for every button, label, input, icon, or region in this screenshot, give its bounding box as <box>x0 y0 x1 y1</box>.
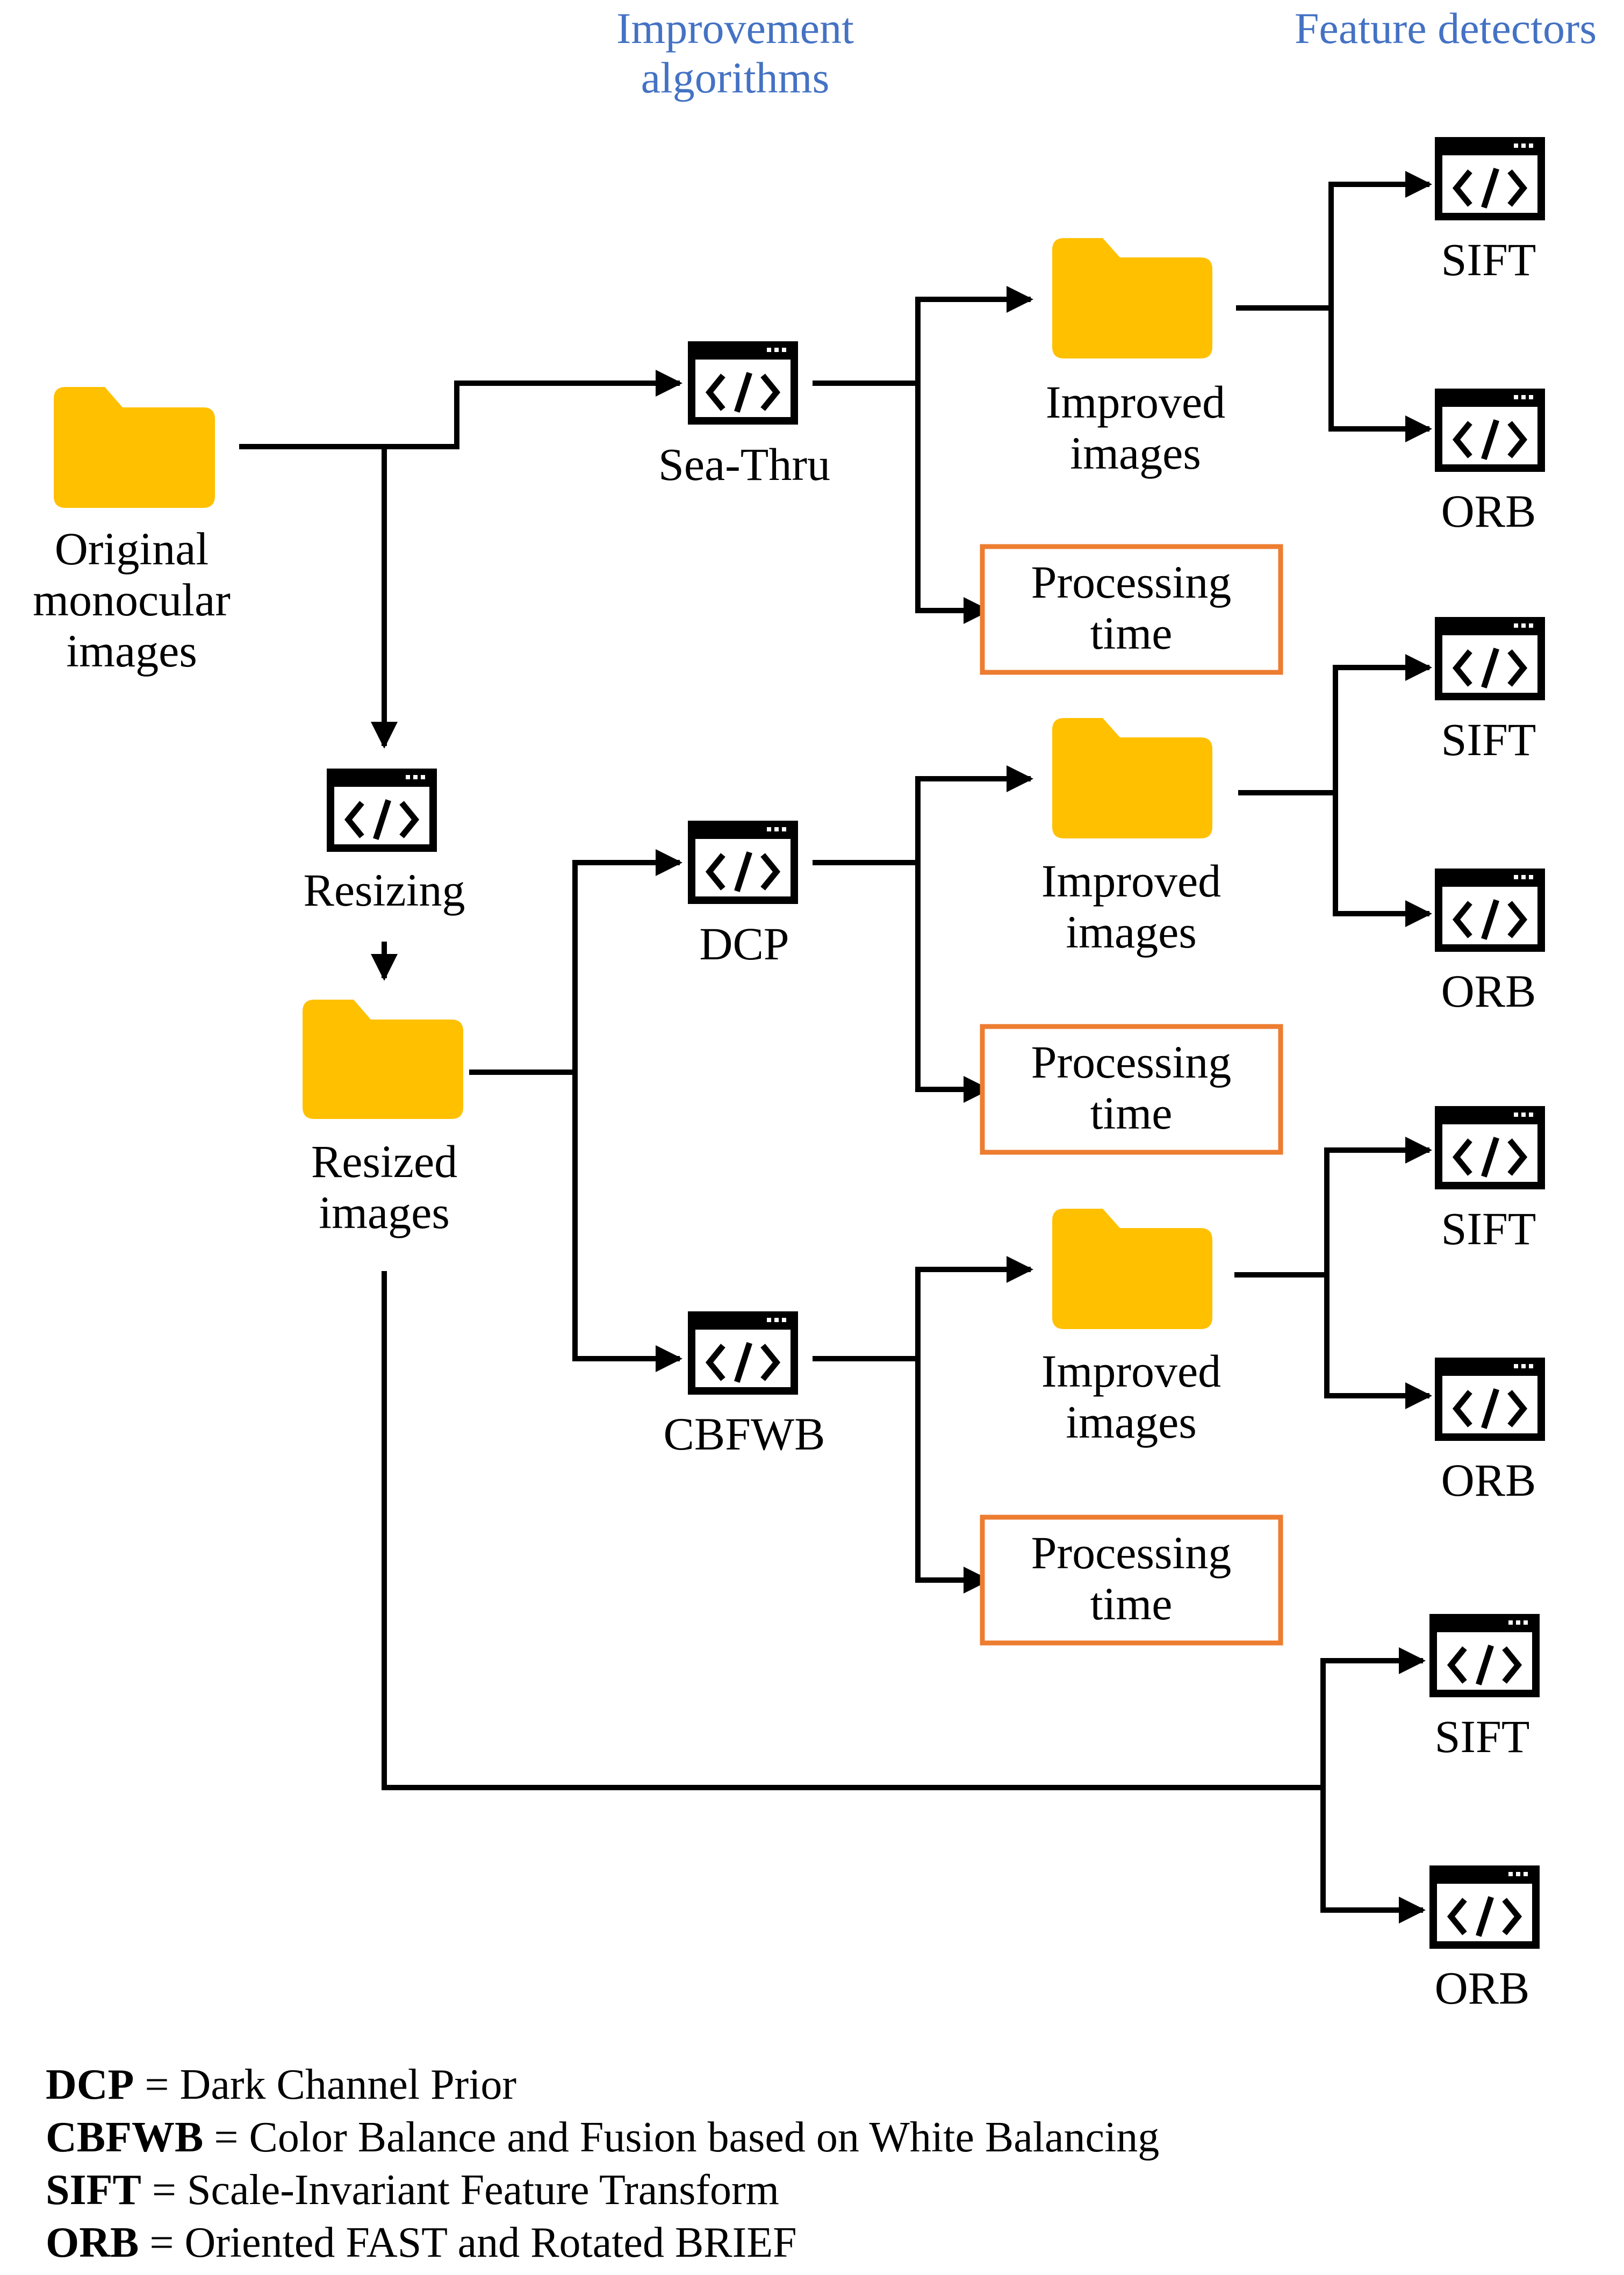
header-feature-detectors: Feature detectors <box>1295 4 1597 53</box>
folder-improved-cbfwb <box>1052 1209 1212 1329</box>
seathru-label: Sea-Thru <box>658 439 830 490</box>
code-window-icon <box>688 1311 798 1395</box>
sift-label: SIFT <box>1435 1711 1530 1762</box>
orb-label: ORB <box>1435 1962 1530 2014</box>
folder-icon <box>1052 718 1212 838</box>
improved-label-line1: Improved <box>1041 855 1221 907</box>
code-window-icon <box>1435 617 1545 700</box>
edge-improved1-to-sift <box>1328 171 1432 308</box>
edge-improved2-to-orb <box>1333 793 1432 927</box>
legend-item-orb: ORB = Oriented FAST and Rotated BRIEF <box>46 2219 797 2266</box>
header-improvement-line2: algorithms <box>641 53 830 102</box>
folder-icon <box>1052 1209 1212 1329</box>
cbfwb-label: CBFWB <box>663 1408 825 1460</box>
edge-improved3-to-sift <box>1324 1137 1432 1275</box>
edge-resized-to-orb <box>1320 1788 1426 1924</box>
edge-seathru-to-improved <box>813 286 1033 386</box>
edge-resized-to-sift <box>1320 1647 1426 1788</box>
edge-original-to-seathru <box>239 370 682 449</box>
code-window-icon <box>1435 389 1545 472</box>
orb-label: ORB <box>1441 1454 1536 1506</box>
connectors <box>239 171 1432 1924</box>
processing-time-label-line1: Processing <box>1031 1036 1232 1088</box>
folder-improved-dcp <box>1052 718 1212 838</box>
improved-label-line2: images <box>1066 906 1197 958</box>
folder-icon <box>1052 238 1212 358</box>
folder-resized <box>303 1000 463 1119</box>
code-window-icon <box>688 341 798 425</box>
edge-improved2-to-sift <box>1333 654 1432 793</box>
header-improvement-line1: Improvement <box>616 4 854 53</box>
processing-time-dcp: Processing time <box>980 1024 1283 1155</box>
code-window-icon <box>1429 1614 1540 1697</box>
column-headers: Improvement algorithms Feature detectors <box>616 4 1597 102</box>
legend-item-sift: SIFT = Scale-Invariant Feature Transform <box>46 2166 779 2214</box>
folder-original <box>54 387 215 508</box>
node-labels: Original monocular images Resizing Resiz… <box>33 234 1536 2014</box>
edge-cbfwb-to-time <box>915 1359 990 1594</box>
folder-icon <box>54 387 215 508</box>
resized-label-line1: Resized <box>311 1136 457 1187</box>
edge-cbfwb-to-improved <box>813 1256 1033 1361</box>
improved-label-line1: Improved <box>1046 376 1225 428</box>
code-window-icon <box>1435 869 1545 952</box>
legend-item-cbfwb: CBFWB = Color Balance and Fusion based o… <box>46 2114 1159 2161</box>
code-window-icon <box>1429 1865 1540 1949</box>
improved-label-line1: Improved <box>1041 1345 1221 1397</box>
edge-resized-to-dcp <box>469 849 682 1075</box>
edge-seathru-to-time <box>915 383 990 624</box>
processing-time-label-line2: time <box>1090 1087 1173 1139</box>
dcp-label: DCP <box>699 918 789 970</box>
resizing-label: Resizing <box>304 864 465 916</box>
edge-resized-to-cbfwb <box>572 1072 682 1372</box>
processing-time-label-line1: Processing <box>1031 556 1232 608</box>
code-window-icon <box>1435 137 1545 220</box>
sift-label: SIFT <box>1441 234 1536 285</box>
edge-improved3-to-orb <box>1324 1275 1432 1409</box>
folder-improved-seathru <box>1052 238 1212 358</box>
edge-dcp-to-improved <box>813 765 1033 865</box>
processing-time-label-line2: time <box>1090 1578 1173 1630</box>
processing-time-seathru: Processing time <box>980 544 1283 675</box>
orb-label: ORB <box>1441 965 1536 1017</box>
code-window-icon <box>1435 1358 1545 1441</box>
orb-label: ORB <box>1441 485 1536 537</box>
processing-time-label-line2: time <box>1090 607 1173 659</box>
improved-label-line2: images <box>1066 1396 1197 1448</box>
processing-time-label-line1: Processing <box>1031 1527 1232 1578</box>
resized-label-line2: images <box>319 1187 450 1238</box>
folder-icon <box>303 1000 463 1119</box>
code-window-icon <box>327 769 437 852</box>
sift-label: SIFT <box>1441 1203 1536 1254</box>
edge-dcp-to-time <box>915 863 990 1103</box>
improved-label-line2: images <box>1070 427 1201 479</box>
legend-item-dcp: DCP = Dark Channel Prior <box>46 2061 516 2108</box>
edge-resized-direct <box>382 1271 1323 1790</box>
code-window-icon <box>1435 1106 1545 1189</box>
original-label-line2: monocular <box>33 574 231 626</box>
code-window-icon <box>688 821 798 904</box>
original-label-line1: Original <box>55 523 209 575</box>
legend: DCP = Dark Channel Prior CBFWB = Color B… <box>46 2061 1159 2266</box>
sift-label: SIFT <box>1441 714 1536 765</box>
processing-time-cbfwb: Processing time <box>980 1515 1283 1646</box>
edge-improved1-to-orb <box>1328 308 1432 442</box>
original-label-line3: images <box>66 625 197 677</box>
